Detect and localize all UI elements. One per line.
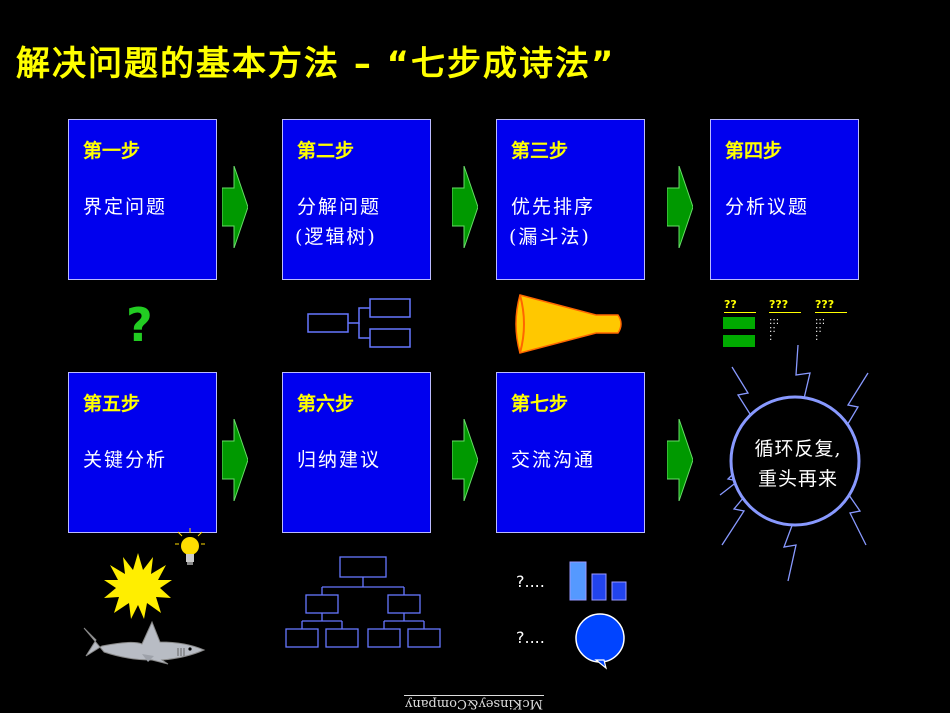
step-label: 优先排序(漏斗法) [509,196,596,248]
step-number: 第六步 [297,393,355,415]
arrow-right-icon [222,419,248,501]
arrow-right-icon [667,419,693,501]
arrow-right-icon [667,166,693,248]
page-title: 解决问题的基本方法 – “七步成诗法” [16,44,616,84]
step-3-box: 第三步 优先排序(漏斗法) [496,119,645,280]
step-2-box: 第二步 分解问题(逻辑树) [282,119,431,280]
step-number: 第四步 [725,140,783,162]
arrow-right-icon [452,419,478,501]
bar-chart-icon [569,561,627,601]
worksheet-dots: ::: :: : [815,316,826,343]
shark-icon [83,620,206,665]
step-number: 第五步 [83,393,141,415]
step-number: 第一步 [83,140,141,162]
funnel-icon [515,294,622,354]
step-label: 关键分析 [83,449,168,471]
issue-header: ?? [724,298,756,313]
question-text: ?.... [516,572,545,591]
speech-bubble-icon [575,613,625,670]
sun-icon [104,553,172,619]
company-logo: McKinsey&Company [404,695,544,711]
step-label: 归纳建议 [297,449,382,471]
step-4-box: 第四步 分析议题 [710,119,859,280]
step-7-box: 第七步 交流沟通 [496,372,645,533]
cycle-text: 循环反复,重头再来 [754,438,842,490]
step-number: 第七步 [511,393,569,415]
cycle-lightning-icon [719,344,869,582]
step-label: 分析议题 [725,196,810,218]
logic-tree-icon [307,298,411,348]
step-number: 第三步 [511,140,569,162]
arrow-right-icon [222,166,248,248]
arrow-right-icon [452,166,478,248]
question-text: ?.... [516,628,545,647]
light-bulb-icon [175,528,205,565]
tree-diagram-icon [285,556,441,648]
issue-header: ??? [815,298,847,313]
step-1-box: 第一步 界定问题 [68,119,217,280]
issue-header: ??? [769,298,801,313]
step-number: 第二步 [297,140,355,162]
step-label: 分解问题(逻辑树) [295,196,382,248]
step-label: 交流沟通 [511,449,596,471]
worksheet-dots: ::: :: : [769,316,780,343]
step-6-box: 第六步 归纳建议 [282,372,431,533]
worksheet-bar [723,317,755,329]
step-label: 界定问题 [83,196,168,218]
step-5-box: 第五步 关键分析 [68,372,217,533]
worksheet-bar [723,335,755,347]
question-mark-icon: ? [126,298,153,352]
